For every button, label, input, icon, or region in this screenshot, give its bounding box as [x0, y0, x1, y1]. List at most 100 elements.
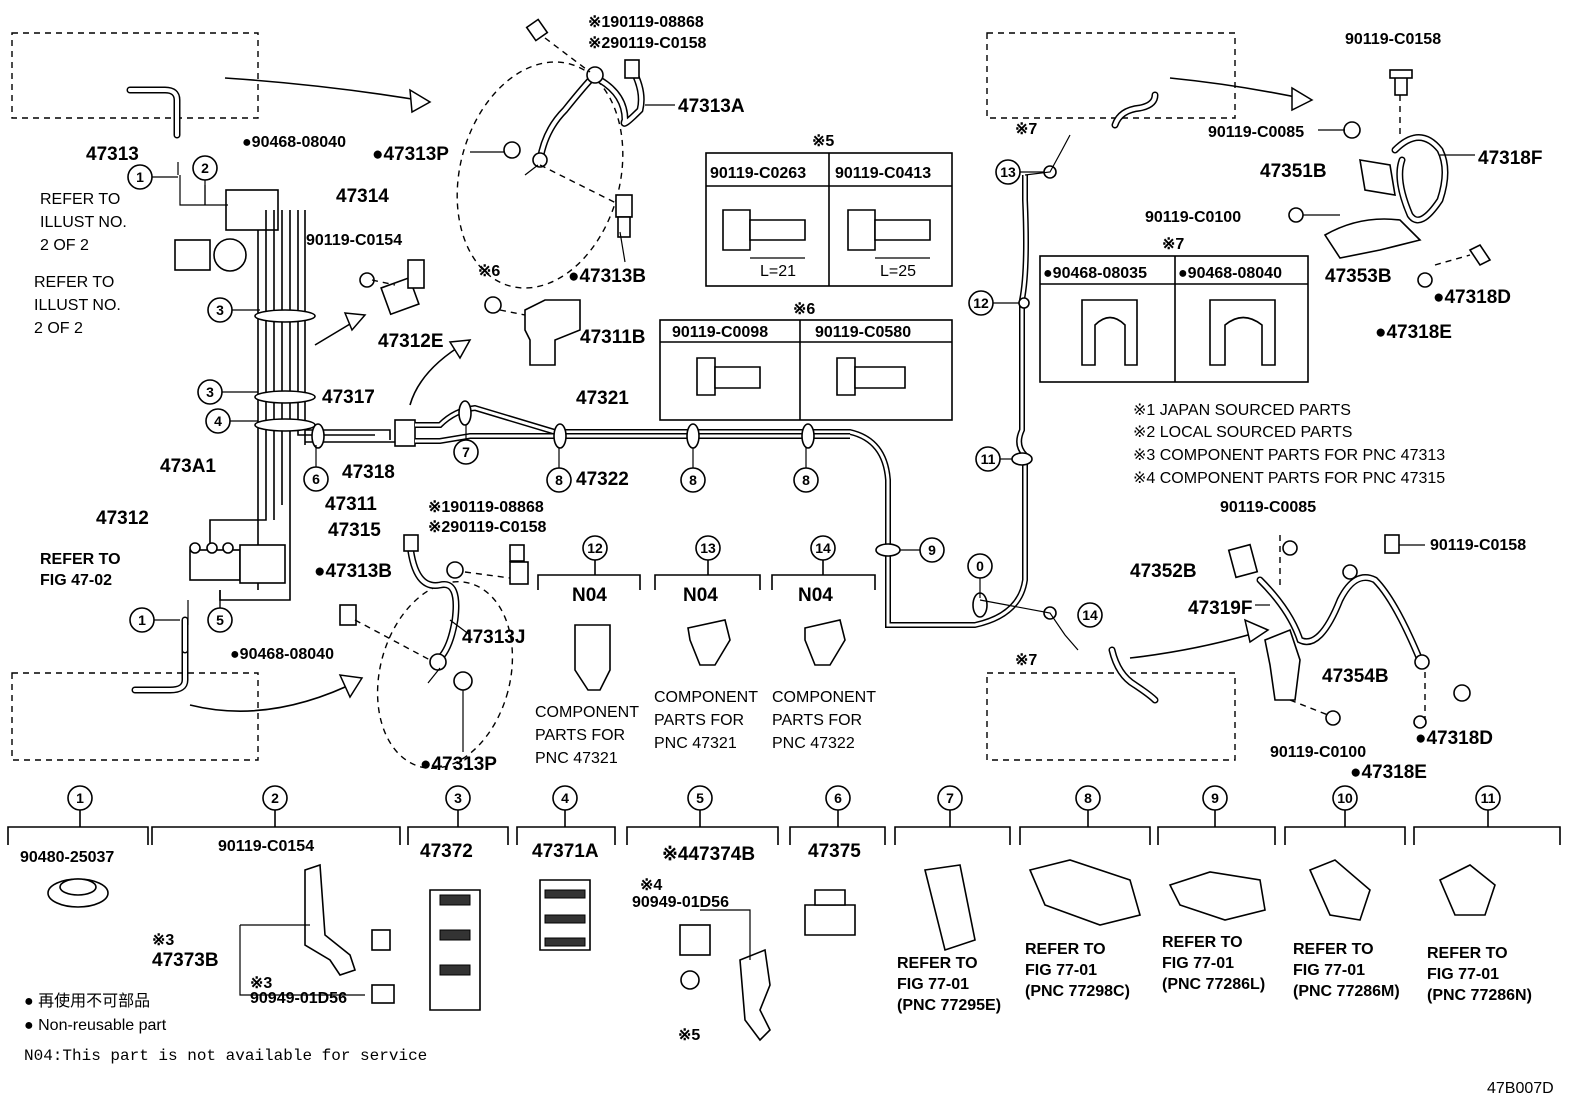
bottom-ref-9b: FIG 77-01 — [1162, 955, 1234, 972]
bottom-pn-6: 47375 — [808, 841, 861, 862]
label-47313B-bot: ●47313B — [314, 561, 392, 582]
bottom-callout-2: 2 — [262, 785, 288, 811]
right-top-panel — [986, 32, 1314, 129]
bottom-pn-1: 90480-25037 — [20, 849, 114, 866]
footnote-en: ● Non-reusable part — [24, 1017, 167, 1034]
bottom-callout-1: 1 — [67, 785, 93, 811]
svg-text:8: 8 — [802, 472, 810, 488]
n04-text-13a: COMPONENT — [654, 689, 758, 706]
bottom-ref-8a: REFER TO — [1025, 941, 1106, 958]
label-refer-illust-2a: REFER TO — [34, 274, 114, 291]
diagram-code: 47B007D — [1487, 1080, 1554, 1097]
bottom-pn-3: 47372 — [420, 841, 473, 862]
svg-text:0: 0 — [976, 558, 984, 574]
n04-callout-13: 13 — [695, 535, 721, 561]
bottom-sub-2c: ※3 — [250, 975, 272, 992]
bottom-ref-11c: (PNC 77286N) — [1427, 987, 1532, 1004]
svg-text:5: 5 — [696, 790, 704, 806]
bottom-callout-8: 8 — [1075, 785, 1101, 811]
bottom-sub-2a: ※3 — [152, 932, 174, 949]
label-r-90119-C0158-top: 90119-C0158 — [1345, 31, 1441, 48]
n04-code-12: N04 — [572, 585, 607, 606]
svg-text:4: 4 — [214, 413, 222, 429]
label-r-47319F: 47319F — [1188, 598, 1252, 619]
label-r-47318E-top: ●47318E — [1375, 322, 1452, 343]
label-refer-illust-2b: ILLUST NO. — [34, 297, 121, 314]
svg-text:14: 14 — [815, 540, 831, 556]
bottom-callout-11: 11 — [1475, 785, 1501, 811]
box5-col2: 90119-C0413 — [835, 165, 931, 182]
n04-text-13c: PNC 47321 — [654, 735, 737, 752]
label-r-90119-C0085-bot: 90119-C0085 — [1220, 499, 1316, 516]
n04-text-12b: PARTS FOR — [535, 727, 625, 744]
bracket-right-top — [1288, 69, 1492, 288]
svg-text:3: 3 — [454, 790, 462, 806]
bottom-ref-10c: (PNC 77286M) — [1293, 983, 1400, 1000]
callout-3a: 3 — [207, 297, 233, 323]
n04-callout-14: 14 — [810, 535, 836, 561]
svg-text:1: 1 — [76, 790, 84, 806]
n04-text-12a: COMPONENT — [535, 704, 639, 721]
n04-code-13: N04 — [683, 585, 718, 606]
legend-4: ※4 COMPONENT PARTS FOR PNC 47315 — [1133, 470, 1445, 487]
callout-3b: 3 — [197, 379, 223, 405]
box5-title: ※5 — [812, 133, 834, 150]
footnote-jp: ● 再使用不可部品 — [24, 992, 150, 1010]
callout-8b: 8 — [680, 467, 706, 493]
svg-text:7: 7 — [462, 444, 470, 460]
box6-col1: 90119-C0098 — [672, 324, 768, 341]
callout-1b: 1 — [129, 607, 155, 633]
label-r-47352B: 47352B — [1130, 561, 1197, 582]
legend-3: ※3 COMPONENT PARTS FOR PNC 47313 — [1133, 447, 1445, 464]
label-r-47318F: 47318F — [1478, 148, 1542, 169]
n04-text-13b: PARTS FOR — [654, 712, 744, 729]
svg-text:3: 3 — [216, 302, 224, 318]
callout-6: 6 — [303, 466, 329, 492]
bottom-strip — [7, 810, 1561, 1042]
bottom-ref-9a: REFER TO — [1162, 934, 1243, 951]
label-47322: 47322 — [576, 469, 629, 490]
box-kome6 — [659, 319, 953, 421]
n04-text-14c: PNC 47322 — [772, 735, 855, 752]
label-r-47351B: 47351B — [1260, 161, 1327, 182]
label-r-kome7-top: ※7 — [1015, 121, 1037, 138]
label-top-kome2: ※290119-C0158 — [588, 35, 706, 52]
svg-text:12: 12 — [973, 295, 989, 311]
bottom-ref-8c: (PNC 77298C) — [1025, 983, 1130, 1000]
label-47311: 47311 — [325, 494, 377, 515]
label-refer-illust-1c: 2 OF 2 — [40, 237, 89, 254]
bottom-callout-9: 9 — [1202, 785, 1228, 811]
bottom-sub-2d: 90949-01D56 — [250, 990, 347, 1007]
svg-text:2: 2 — [271, 790, 279, 806]
label-refer-fig-b: FIG 47-02 — [40, 572, 112, 589]
bottom-ref-7a: REFER TO — [897, 955, 978, 972]
svg-text:11: 11 — [1481, 790, 1496, 806]
label-47312: 47312 — [96, 508, 149, 529]
label-r-47318D-bot: ●47318D — [1415, 728, 1493, 749]
bottom-callout-6: 6 — [825, 785, 851, 811]
label-kome6-small: ※6 — [478, 263, 500, 280]
label-47313P-top: ●47313P — [372, 144, 449, 165]
label-47313A: 47313A — [678, 96, 745, 117]
bottom-callouts: 1 2 3 4 5 6 7 8 9 10 11 — [67, 785, 1501, 811]
label-mid-kome2: ※290119-C0158 — [428, 519, 546, 536]
box6-col2: 90119-C0580 — [815, 324, 911, 341]
callout-2: 2 — [192, 155, 218, 181]
n04-text-14b: PARTS FOR — [772, 712, 862, 729]
box-kome7 — [1039, 255, 1309, 383]
label-90468-08040-top: ●90468-08040 — [242, 134, 346, 151]
label-refer-illust-1a: REFER TO — [40, 191, 120, 208]
bottom-sub-2b: 47373B — [152, 950, 219, 971]
label-47313B-top: ●47313B — [568, 266, 646, 287]
label-r-90119-C0100-bot: 90119-C0100 — [1270, 744, 1366, 761]
label-r-90119-C0158-bot: 90119-C0158 — [1430, 537, 1526, 554]
legend-1: ※1 JAPAN SOURCED PARTS — [1133, 402, 1351, 419]
label-top-kome1: ※190119-08868 — [588, 14, 704, 31]
svg-text:2: 2 — [201, 160, 209, 176]
footnote-n04: N04:This part is not available for servi… — [24, 1047, 427, 1065]
label-r-kome7-bot: ※7 — [1015, 652, 1037, 669]
n04-callout-12: 12 — [582, 535, 608, 561]
label-47314: 47314 — [336, 186, 389, 207]
label-47317: 47317 — [322, 387, 375, 408]
bottom-ref-9c: (PNC 77286L) — [1162, 976, 1265, 993]
